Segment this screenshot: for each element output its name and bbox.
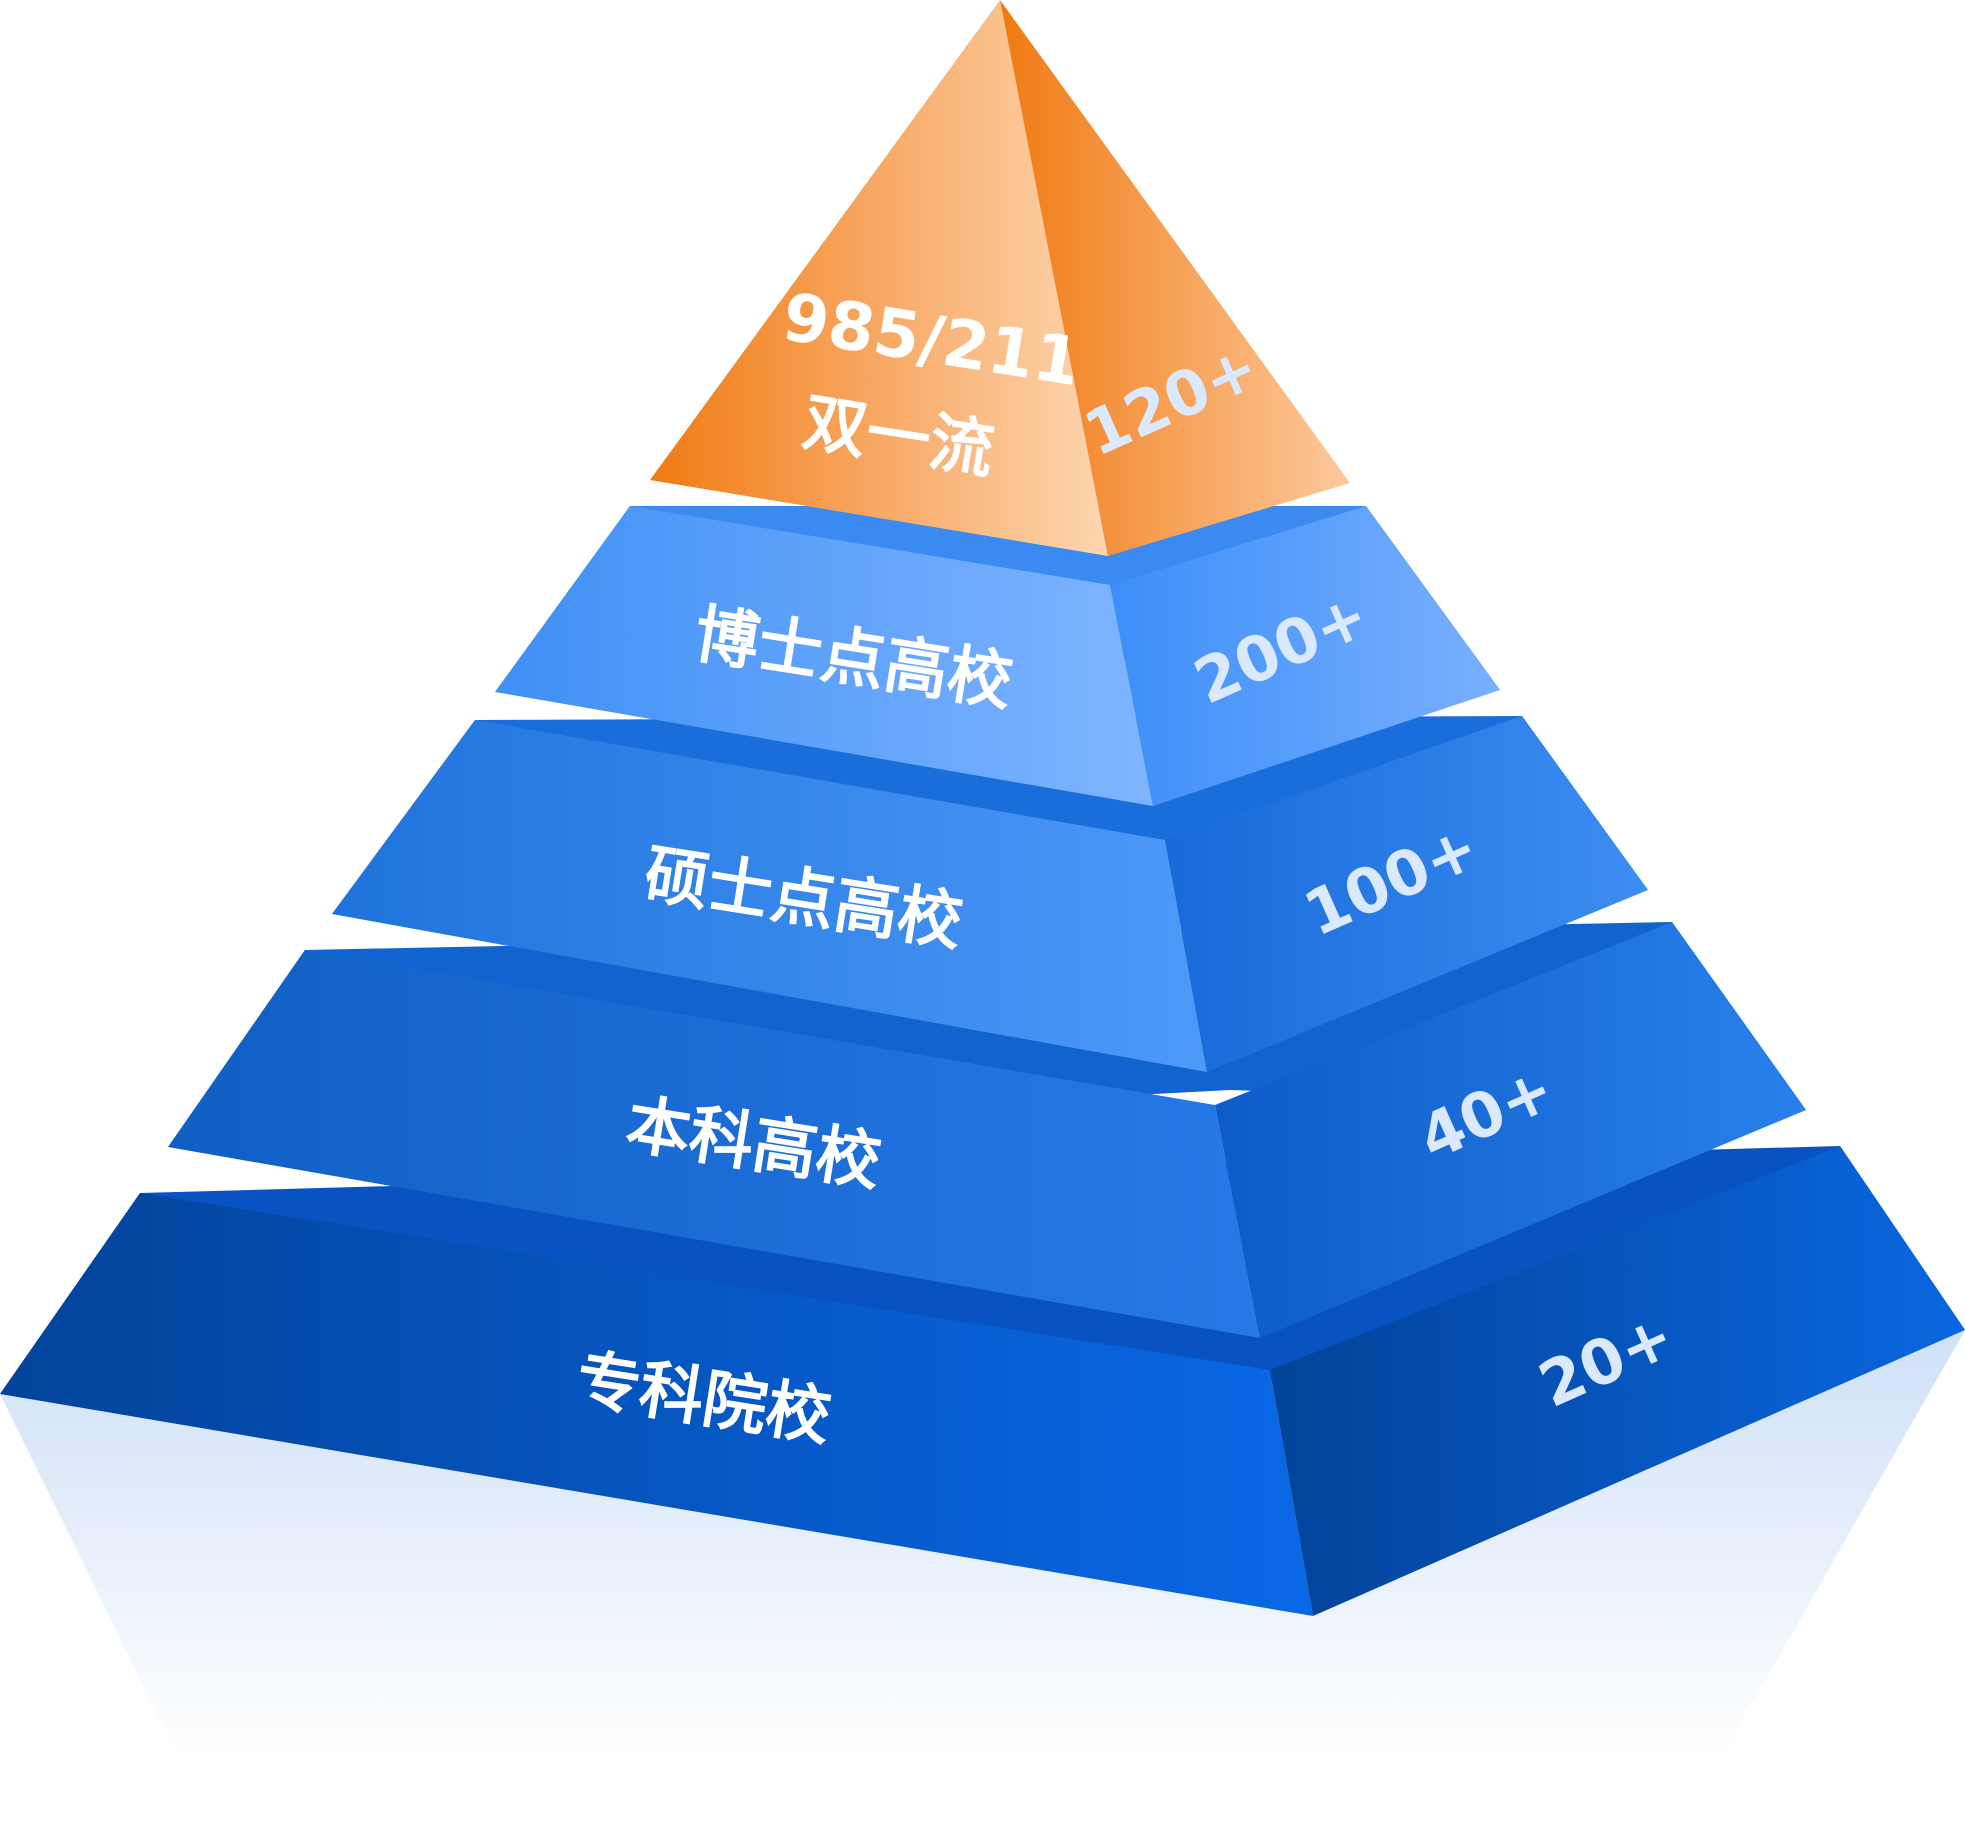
level-doctoral-institutions: 博士点高校 200+ — [495, 506, 1500, 806]
level-985-211-double-first-class: 985/211 双一流 120+ — [650, 0, 1350, 556]
pyramid-reflection — [0, 1330, 1965, 1760]
level-masters-institutions: 硕士点高校 100+ — [332, 716, 1648, 1072]
